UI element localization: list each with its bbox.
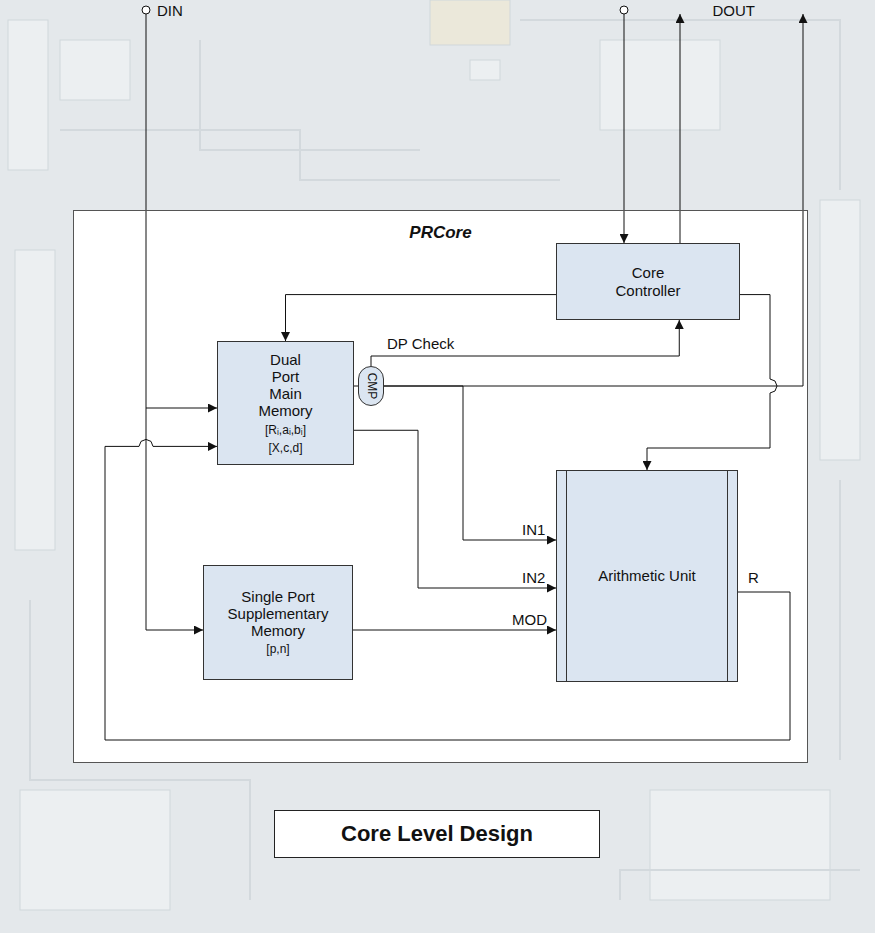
- pcb-traces: [30, 20, 860, 900]
- caption-box: Core Level Design: [274, 810, 600, 858]
- side-bar: [727, 471, 737, 681]
- dout-wire: [384, 14, 803, 386]
- pin-name: DOUT: [713, 3, 756, 20]
- pcb-trace: [200, 40, 420, 150]
- node-title: Dual Port Main Memory: [255, 351, 317, 420]
- memory-box: Dual Port Main Memory [Rᵢ,aᵢ,bᵢ] [X,c,d]: [217, 341, 354, 465]
- terminal-anchor: [799, 6, 807, 14]
- signal-connector: [354, 386, 358, 387]
- signal-connector: [105, 439, 790, 740]
- pcb-trace: [839, 480, 841, 760]
- node-title: Core Level Design: [341, 821, 533, 846]
- arithmetic-box: Arithmetic Unit: [556, 470, 738, 682]
- pcb-pad: [15, 250, 55, 550]
- node-detail: [X,c,d]: [268, 442, 302, 456]
- control-out-wire: [680, 14, 681, 243]
- terminal-circle: [620, 6, 628, 14]
- node-title: Arithmetic Unit: [598, 567, 696, 584]
- node-title: Single Port Supplementary Memory: [218, 588, 338, 640]
- control-in-wire: [624, 14, 625, 243]
- pcb-pad: [650, 790, 830, 900]
- terminals: [142, 6, 807, 14]
- pcb-trace: [60, 130, 560, 180]
- core-boundary: Core ControllerDual Port Main Memory [Rᵢ,…: [73, 210, 808, 763]
- pcb-pad: [820, 200, 860, 460]
- terminal-circle: [142, 6, 150, 14]
- signal-connector: [286, 295, 557, 341]
- port-name: MOD: [512, 612, 547, 629]
- signal-connector: [384, 386, 556, 540]
- din-branch-wire: [146, 408, 217, 409]
- din-branch-wire: [146, 630, 203, 631]
- pcb-pad: [60, 40, 130, 100]
- pcb-pad: [600, 40, 720, 130]
- pcb-chip: [430, 0, 510, 45]
- pcb-trace: [620, 870, 860, 900]
- port-name: IN2: [522, 570, 545, 587]
- node-detail: [p,n]: [266, 643, 289, 657]
- memory-box: Single Port Supplementary Memory [p,n]: [203, 565, 353, 680]
- core-ground: [73, 210, 808, 763]
- pcb-pad: [470, 60, 500, 80]
- port-name: IN1: [522, 522, 545, 539]
- signal-connector: [354, 430, 556, 588]
- node-title: Core Controller: [603, 264, 693, 299]
- side-bar: [557, 471, 567, 681]
- signal-connector: [371, 320, 679, 366]
- pill-shape: [359, 367, 384, 406]
- terminal-anchor: [676, 6, 684, 14]
- pill-outline: [358, 366, 384, 406]
- signal-connector: [647, 295, 777, 470]
- compare-pill: CMP: [358, 366, 384, 406]
- io-wires: [146, 14, 803, 630]
- pcb-pattern: [8, 0, 860, 910]
- edge-label: DP Check: [385, 336, 456, 353]
- node-title: PRCore: [74, 223, 807, 243]
- port-name: R: [748, 570, 759, 587]
- din-wire: [146, 14, 147, 630]
- node-title: CMP: [364, 373, 378, 400]
- pin-name: DIN: [157, 3, 183, 20]
- controller-box: Core Controller: [556, 243, 740, 320]
- pcb-pad: [20, 790, 170, 910]
- node-detail: [Rᵢ,aᵢ,bᵢ]: [265, 424, 306, 438]
- pcb-connector: [8, 20, 48, 170]
- signal-connector: [353, 630, 556, 631]
